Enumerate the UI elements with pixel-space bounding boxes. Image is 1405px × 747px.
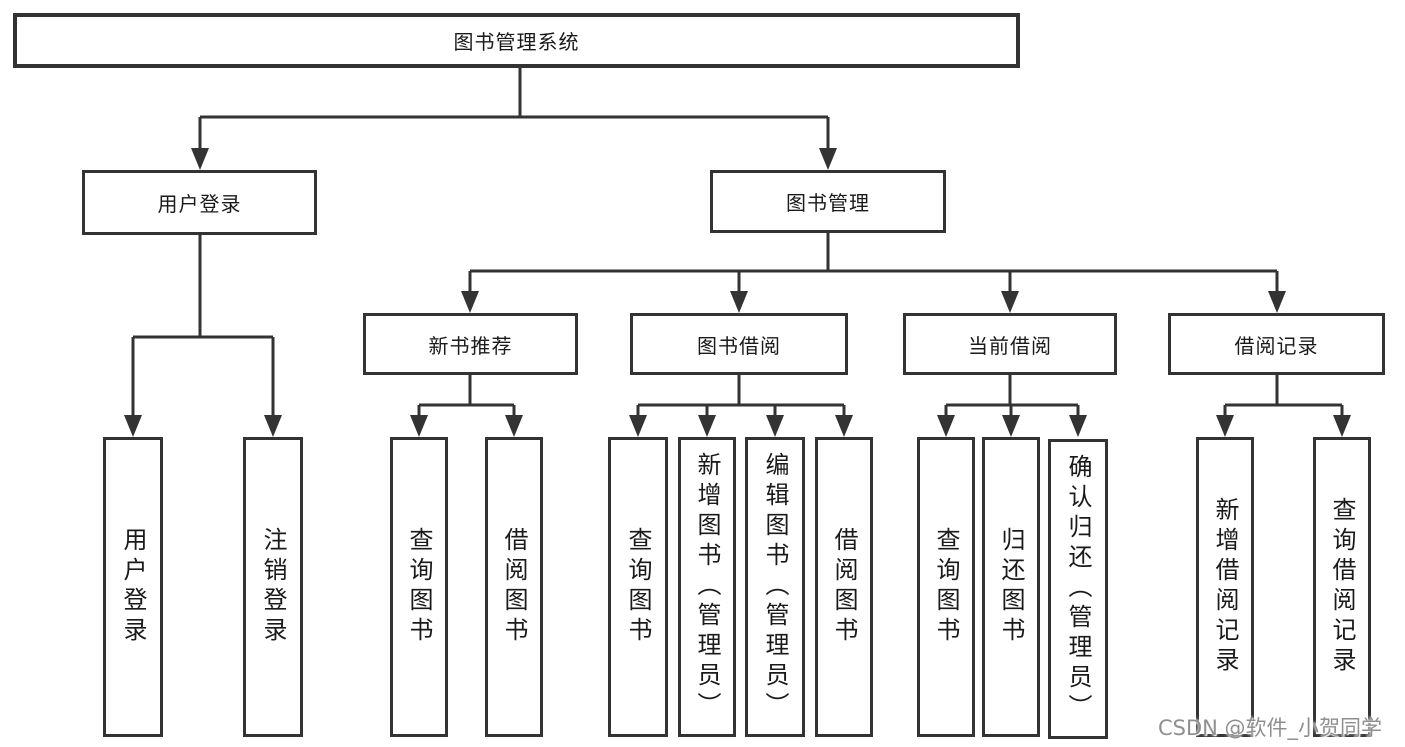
node-library-system: 图书管理系统: [13, 13, 1020, 68]
node-leaf-query-borrow-record: 查询借阅记录: [1313, 437, 1371, 737]
csdn-watermark: CSDN @软件_小贺同学: [1158, 716, 1383, 740]
node-leaf-query-books-2-label: 查询图书: [624, 527, 652, 647]
node-leaf-borrow-books-1: 借阅图书: [485, 437, 543, 737]
node-new-book-recommend-label: 新书推荐: [428, 333, 513, 358]
arrowheads: [124, 148, 1351, 437]
node-leaf-borrow-books-2-label: 借阅图书: [830, 527, 858, 647]
node-leaf-logout-label: 注销登录: [259, 527, 287, 647]
node-leaf-borrow-books-2: 借阅图书: [815, 437, 873, 737]
node-leaf-query-books-1-label: 查询图书: [405, 527, 433, 647]
node-borrow-records: 借阅记录: [1168, 313, 1385, 375]
node-leaf-query-books-3-label: 查询图书: [932, 527, 960, 647]
node-leaf-confirm-return-admin: 确认归还（管理员）: [1048, 439, 1108, 739]
node-user-login-label: 用户登录: [157, 192, 242, 216]
node-borrow-records-label: 借阅记录: [1234, 333, 1319, 358]
node-leaf-add-books-admin: 新增图书（管理员）: [678, 437, 736, 737]
node-leaf-query-books-1: 查询图书: [390, 437, 448, 737]
node-book-borrow: 图书借阅: [630, 313, 848, 375]
node-book-borrow-label: 图书借阅: [697, 333, 781, 358]
node-leaf-return-books-label: 归还图书: [997, 527, 1025, 647]
node-leaf-user-login: 用户登录: [103, 437, 163, 737]
node-leaf-confirm-return-admin-label: 确认归还（管理员）: [1064, 454, 1092, 724]
node-leaf-borrow-books-1-label: 借阅图书: [500, 527, 528, 647]
node-current-borrow-label: 当前借阅: [968, 333, 1052, 358]
node-leaf-return-books: 归还图书: [982, 437, 1040, 737]
node-leaf-user-login-label: 用户登录: [119, 527, 147, 647]
node-book-management: 图书管理: [710, 170, 946, 233]
node-leaf-add-borrow-record-label: 新增借阅记录: [1211, 497, 1239, 677]
connector-group: [131, 68, 1344, 415]
node-user-login: 用户登录: [82, 170, 317, 235]
node-library-system-label: 图书管理系统: [453, 30, 580, 54]
node-current-borrow: 当前借阅: [903, 313, 1117, 375]
node-book-management-label: 图书管理: [786, 191, 870, 215]
node-leaf-query-books-3: 查询图书: [917, 437, 975, 737]
node-leaf-add-borrow-record: 新增借阅记录: [1196, 437, 1254, 737]
node-leaf-query-borrow-record-label: 查询借阅记录: [1328, 497, 1356, 677]
node-leaf-query-books-2: 查询图书: [608, 437, 668, 737]
node-leaf-logout: 注销登录: [243, 437, 303, 737]
node-leaf-edit-books-admin-label: 编辑图书（管理员）: [761, 452, 789, 722]
node-new-book-recommend: 新书推荐: [363, 313, 578, 375]
node-leaf-add-books-admin-label: 新增图书（管理员）: [693, 452, 721, 722]
node-leaf-edit-books-admin: 编辑图书（管理员）: [745, 437, 805, 737]
